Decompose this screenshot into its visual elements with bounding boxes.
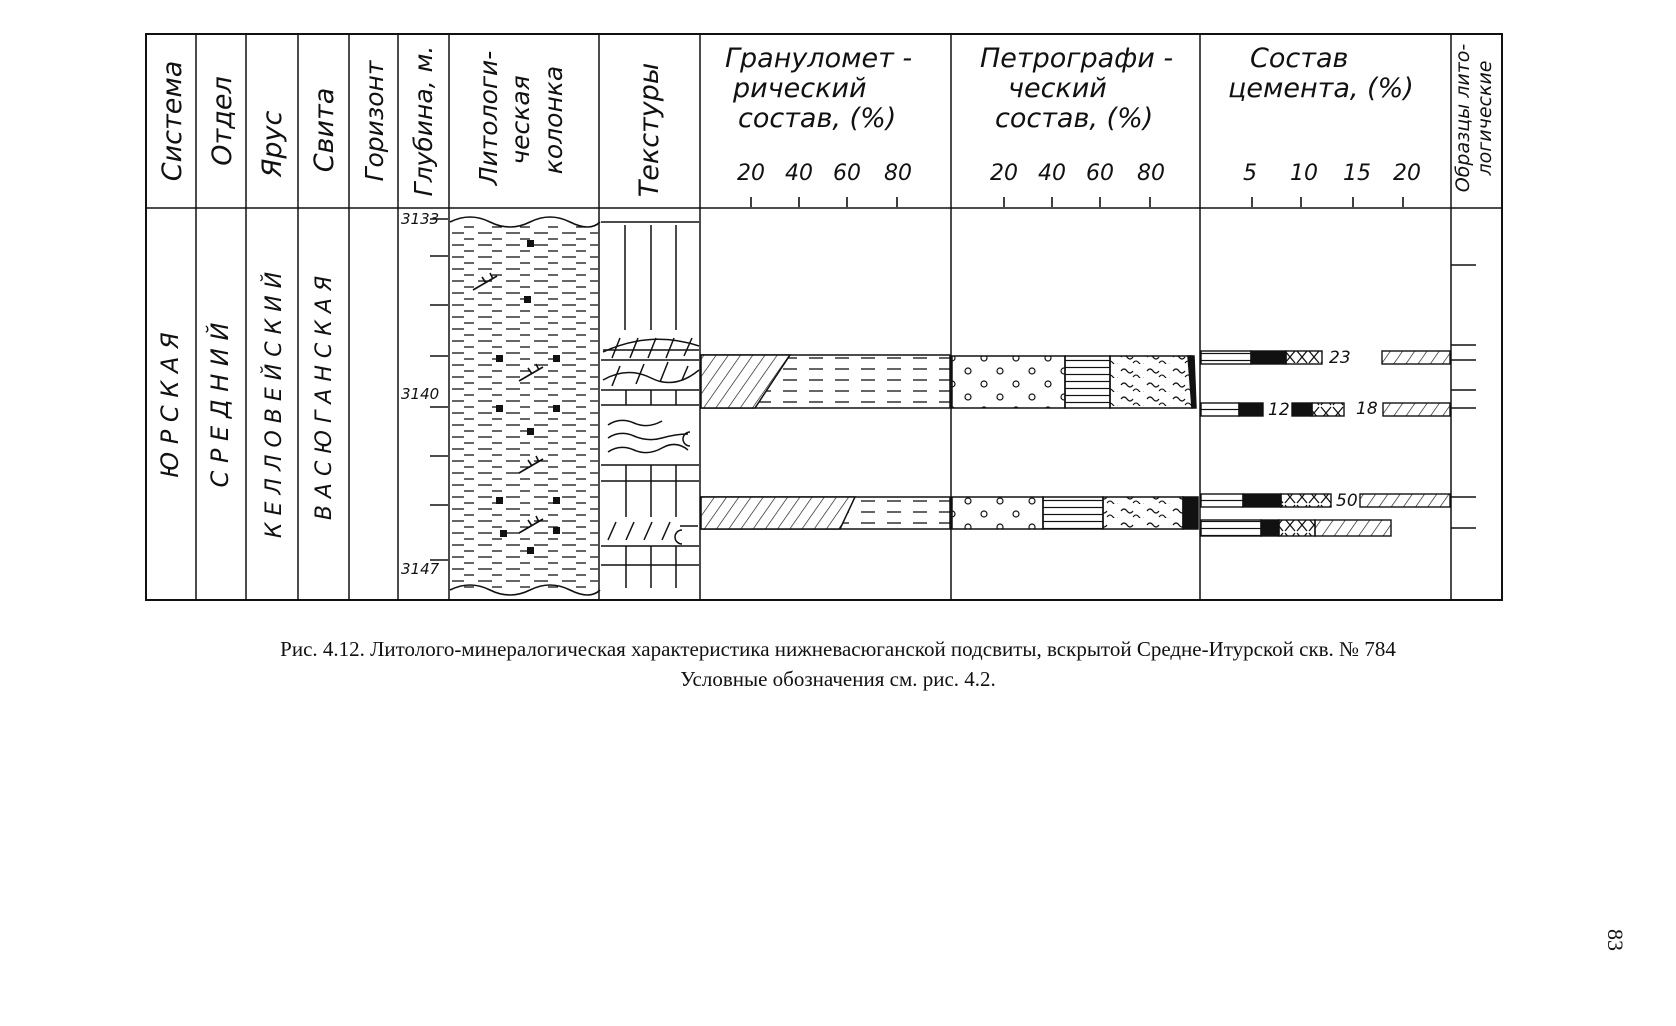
header-division: Отдел	[207, 76, 238, 166]
granulometric-scale: 20 40 60 80	[737, 161, 912, 207]
header-textures: Текстуры	[634, 63, 665, 197]
header-petrographic: Петрографи - ческий состав, (%)	[980, 43, 1173, 134]
stage-name: К Е Л Л О В Е Й С К И Й	[261, 272, 287, 538]
tick-label: 80	[884, 161, 912, 186]
tick-label: 10	[1290, 161, 1318, 186]
depth-label: 3147	[401, 560, 440, 578]
lithology-column	[449, 216, 601, 596]
header-lithology-3: колонка	[539, 66, 568, 174]
figure-caption-line1: Рис. 4.12. Литолого-минералогическая хар…	[280, 637, 1396, 661]
tick-label: 60	[1086, 161, 1114, 186]
header-petrographic-1: Петрографи -	[980, 43, 1173, 74]
tick-label: 15	[1343, 161, 1371, 186]
header-granulometric: Грануломет - рический состав, (%)	[725, 43, 912, 134]
tick-label: 60	[833, 161, 861, 186]
page-number: 83	[1603, 929, 1628, 951]
header-petrographic-3: состав, (%)	[995, 103, 1153, 134]
header-horizon: Горизонт	[360, 59, 389, 181]
header-depth: Глубина, м.	[409, 46, 438, 197]
tick-label: 80	[1137, 161, 1165, 186]
header-samples-1: Образцы лито-	[1452, 44, 1474, 193]
depth-scale	[430, 218, 448, 561]
header-cement-1: Состав	[1250, 43, 1348, 74]
tick-label: 20	[1393, 161, 1421, 186]
tick-label: 20	[990, 161, 1018, 186]
sample-markers	[1451, 264, 1476, 529]
figure-caption-line2: Условные обозначения см. рис. 4.2.	[680, 667, 996, 691]
header-cement: Состав цемента, (%)	[1228, 43, 1414, 104]
cement-value: 50	[1336, 491, 1358, 511]
header-granulometric-1: Грануломет -	[725, 43, 912, 74]
cement-value: 12	[1268, 400, 1290, 420]
granulometric-bars	[700, 354, 951, 530]
cement-scale: 5 10 15 20	[1243, 161, 1421, 207]
cement-value: 18	[1356, 399, 1378, 419]
petrographic-bars	[951, 355, 1199, 530]
tick-label: 40	[1038, 161, 1066, 186]
depth-label: 3140	[401, 385, 439, 403]
depth-label: 3133	[401, 210, 439, 228]
header-lithology-2: ческая	[506, 75, 535, 164]
table-grid	[145, 33, 1503, 601]
textures-column	[601, 221, 700, 588]
division-name: С Р Е Д Н И Й	[205, 323, 234, 488]
header-lithology-1: Литологи-	[474, 51, 503, 187]
header-samples-2: логические	[1474, 61, 1496, 177]
header-granulometric-3: состав, (%)	[738, 103, 896, 134]
header-stage: Ярус	[257, 110, 288, 178]
header-granulometric-2: рический	[732, 73, 867, 104]
petrographic-scale: 20 40 60 80	[990, 161, 1165, 207]
cement-bars	[1200, 350, 1451, 537]
cement-value: 23	[1329, 348, 1351, 368]
header-cement-2: цемента, (%)	[1228, 73, 1414, 104]
tick-label: 20	[737, 161, 765, 186]
header-formation: Свита	[309, 88, 340, 173]
formation-name: В А С Ю Г А Н С К А Я	[312, 276, 337, 520]
header-petrographic-2: ческий	[1008, 73, 1107, 104]
system-name: Ю Р С К А Я	[156, 332, 184, 478]
header-system: Система	[157, 61, 188, 182]
tick-label: 40	[785, 161, 813, 186]
tick-label: 5	[1243, 161, 1257, 186]
